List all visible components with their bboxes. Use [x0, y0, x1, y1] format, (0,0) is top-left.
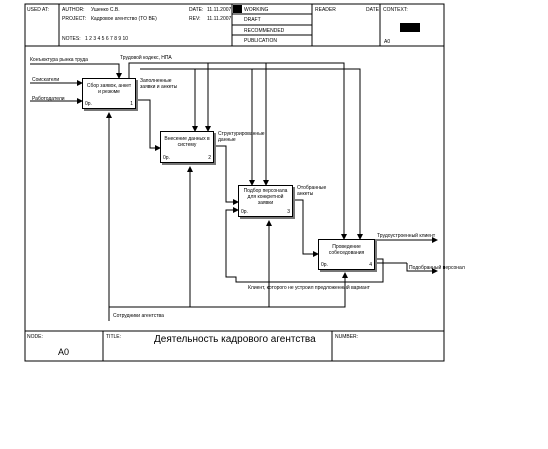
arrow-label-labor-code: Трудовой кодекс, НПА — [120, 55, 172, 61]
arrow-label-job-seekers: Соискатели — [32, 77, 60, 83]
rev-label: REV: — [189, 16, 201, 22]
arrow-label-employers: Работодатели — [32, 96, 65, 102]
activity-box-1[interactable]: Сбор заявок, анкет и резюме 0р. 1 — [82, 78, 136, 109]
node-label: NODE: — [27, 334, 43, 340]
date-value: 11.11.2007 — [207, 7, 232, 13]
arrow-label-filled-forms: Заполненные заявки и анкеты — [140, 78, 178, 90]
project-value: Кадровое агентство (TO BE) — [91, 16, 157, 22]
activity-box-2-number: 2 — [208, 155, 211, 161]
status-working: WORKING — [244, 7, 269, 13]
status-recommended: RECOMMENDED — [244, 28, 285, 34]
activity-box-3[interactable]: Подбор персонала для конкретной заявки 0… — [238, 185, 293, 217]
activity-box-4[interactable]: Проведение собеседования 0р. 4 — [318, 239, 375, 270]
notes-numbers: 1 2 3 4 5 6 7 8 9 10 — [85, 36, 129, 42]
context-label: CONTEXT: — [383, 7, 408, 13]
node-value: A0 — [58, 347, 70, 357]
activity-box-4-number: 4 — [369, 262, 372, 268]
activity-box-2[interactable]: Внесение данных в систему 0р. 2 — [160, 131, 214, 163]
arrow-label-selected-staff: Подобранный персонал — [409, 265, 465, 271]
activity-box-4-cost: 0р. — [321, 262, 328, 268]
notes-label: NOTES: — [62, 36, 81, 42]
rev-value: 11.11.2007 — [207, 16, 232, 22]
date-label: DATE: — [189, 7, 204, 13]
activity-box-2-cost: 0р. — [163, 155, 170, 161]
activity-box-1-number: 1 — [130, 101, 133, 107]
context-node: A0 — [384, 39, 391, 45]
activity-box-4-label: Проведение собеседования — [328, 244, 365, 256]
arrow-label-employed-client: Трудоустроенный клиент — [377, 233, 436, 239]
diagram-title: Деятельность кадрового агентства — [154, 334, 316, 345]
reader-date-label: DATE — [366, 7, 379, 13]
arrow-label-agency-staff: Сотрудники агентства — [113, 313, 164, 319]
arrow-label-structured-data: Структурированные данные — [218, 131, 265, 143]
activity-box-1-label: Сбор заявок, анкет и резюме — [86, 83, 132, 95]
activity-box-3-cost: 0р. — [241, 209, 248, 215]
activity-box-3-number: 3 — [287, 209, 290, 215]
number-label: NUMBER: — [335, 334, 359, 340]
author-value: Ушенко С.В. — [91, 7, 120, 13]
arrow-label-client-not-satisfied: Клиент, которого не устроил предложенный… — [248, 285, 370, 291]
title-label: TITLE: — [106, 334, 122, 340]
used-at-label: USED AT: — [27, 7, 49, 13]
project-label: PROJECT: — [62, 16, 87, 22]
activity-box-2-label: Внесение данных в систему — [164, 136, 210, 148]
activity-box-1-cost: 0р. — [85, 101, 92, 107]
arrow-label-selected-forms: Отобранные анкеты — [297, 185, 327, 197]
reader-label: READER — [315, 7, 336, 13]
status-draft: DRAFT — [244, 17, 261, 23]
arrow-label-labor-market: Конъюктура рынка труда — [30, 57, 88, 63]
activity-box-3-label: Подбор персонала для конкретной заявки — [243, 188, 288, 206]
status-publication: PUBLICATION — [244, 38, 277, 44]
author-label: AUTHOR: — [62, 7, 85, 13]
